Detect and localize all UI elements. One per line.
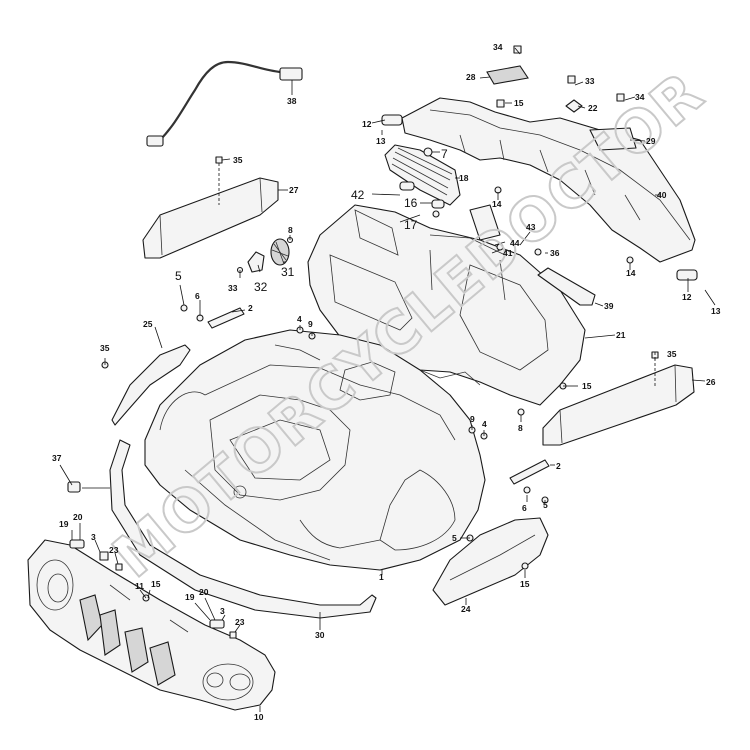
clip-32 xyxy=(247,251,265,273)
callout-14: 14 xyxy=(492,199,502,209)
callout-15: 15 xyxy=(514,98,524,108)
callout-1: 1 xyxy=(379,572,384,582)
top-cover-27 xyxy=(142,158,279,259)
clip-22 xyxy=(565,99,583,113)
callout-15: 15 xyxy=(582,381,592,391)
callout-44: 44 xyxy=(510,238,520,248)
callout-20: 20 xyxy=(73,512,83,522)
callout-12: 12 xyxy=(682,292,692,302)
callout-5: 5 xyxy=(452,533,457,543)
callout-6: 6 xyxy=(195,291,200,301)
callout-35: 35 xyxy=(100,343,110,353)
front-grille-10 xyxy=(27,539,276,711)
callout-8: 8 xyxy=(288,225,293,235)
callout-38: 38 xyxy=(287,96,297,106)
callout-28: 28 xyxy=(466,72,476,82)
callout-15: 15 xyxy=(151,579,161,589)
callout-6: 6 xyxy=(522,503,527,513)
callout-35: 35 xyxy=(233,155,243,165)
callout-21: 21 xyxy=(616,330,626,340)
callout-2: 2 xyxy=(248,303,253,313)
callout-27: 27 xyxy=(289,185,299,195)
callout-24: 24 xyxy=(461,604,471,614)
callout-9: 9 xyxy=(308,319,313,329)
callout-23: 23 xyxy=(235,617,245,627)
trim-strip-30 xyxy=(109,439,377,619)
vent-18 xyxy=(384,144,461,206)
callout-19: 19 xyxy=(59,519,69,529)
callout-33: 33 xyxy=(228,283,238,293)
callout-26: 26 xyxy=(706,377,716,387)
callout-42: 42 xyxy=(351,188,365,202)
callout-37: 37 xyxy=(52,453,62,463)
callout-30: 30 xyxy=(315,630,325,640)
callout-5: 5 xyxy=(543,500,548,510)
callout-31: 31 xyxy=(281,265,295,279)
callout-4: 4 xyxy=(482,419,487,429)
callout-32: 32 xyxy=(254,280,268,294)
callout-19: 19 xyxy=(185,592,195,602)
callout-25: 25 xyxy=(143,319,153,329)
bracket-28 xyxy=(486,65,529,85)
callout-18: 18 xyxy=(459,173,469,183)
callout-13: 13 xyxy=(711,306,721,316)
bracket-39 xyxy=(537,267,596,306)
callout-34: 34 xyxy=(635,92,645,102)
callout-36: 36 xyxy=(550,248,560,258)
callout-5: 5 xyxy=(175,269,182,283)
callout-16: 16 xyxy=(404,196,418,210)
callout-3: 3 xyxy=(220,606,225,616)
side-trim-25 xyxy=(111,344,191,426)
callout-15: 15 xyxy=(520,579,530,589)
callout-40: 40 xyxy=(657,190,667,200)
callout-11: 11 xyxy=(135,581,144,591)
callout-14: 14 xyxy=(626,268,636,278)
callout-43: 43 xyxy=(526,222,536,232)
callout-41: 41 xyxy=(503,248,513,258)
callout-34: 34 xyxy=(493,42,503,52)
callout-12: 12 xyxy=(362,119,372,129)
callout-39: 39 xyxy=(604,301,614,311)
side-panel-24 xyxy=(432,517,549,606)
top-cover-26 xyxy=(542,358,695,446)
callout-13: 13 xyxy=(376,136,386,146)
bracket-2-lower xyxy=(509,459,550,485)
callout-23: 23 xyxy=(109,545,119,555)
callout-17: 17 xyxy=(404,218,418,232)
callout-4: 4 xyxy=(297,314,302,324)
callout-labels: 34 28 33 34 22 15 38 12 13 7 29 35 18 27… xyxy=(52,42,721,722)
callout-20: 20 xyxy=(199,587,209,597)
callout-35: 35 xyxy=(667,349,677,359)
leader-lines xyxy=(59,47,716,712)
callout-7: 7 xyxy=(441,147,448,161)
callout-33: 33 xyxy=(585,76,595,86)
callout-9: 9 xyxy=(470,414,475,424)
callout-10: 10 xyxy=(254,712,264,722)
callout-3: 3 xyxy=(91,532,96,542)
callout-22: 22 xyxy=(588,103,598,113)
callout-2: 2 xyxy=(556,461,561,471)
callout-29: 29 xyxy=(646,136,656,146)
bracket-2-upper xyxy=(207,307,245,329)
rear-shroud-40 xyxy=(401,97,696,263)
front-cowl-1 xyxy=(144,329,486,571)
callout-8: 8 xyxy=(518,423,523,433)
wiring-harness-38 xyxy=(146,60,303,147)
speaker-grille-31 xyxy=(270,238,290,266)
